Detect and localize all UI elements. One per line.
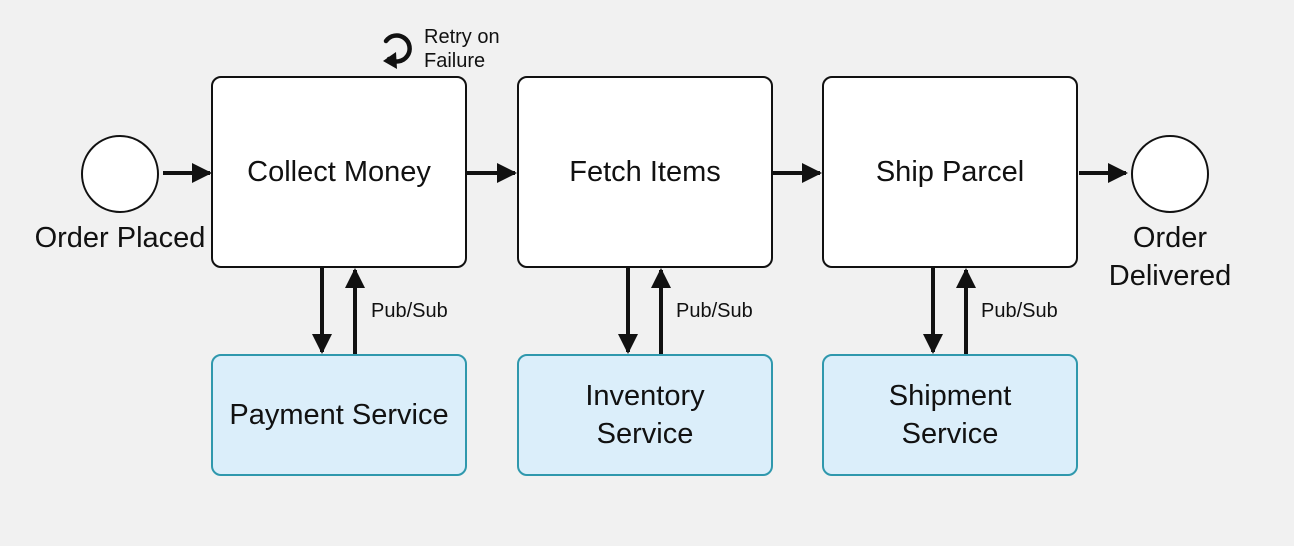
task-collect-money[interactable]: Collect Money [211,76,467,268]
end-event [1131,135,1209,213]
retry-icon [383,33,412,69]
start-event-label: Order Placed [34,222,206,254]
service-payment[interactable]: Payment Service [211,354,467,476]
task-ship-parcel[interactable]: Ship Parcel [822,76,1078,268]
start-event [81,135,159,213]
service-inventory[interactable]: Inventory Service [517,354,773,476]
end-event-label: Order Delivered [1108,222,1232,292]
retry-label: Retry on Failure [424,26,500,72]
service-shipment[interactable]: Shipment Service [822,354,1078,476]
task-fetch-items[interactable]: Fetch Items [517,76,773,268]
pubsub-label: Pub/Sub [371,300,448,322]
pubsub-label: Pub/Sub [676,300,753,322]
pubsub-label: Pub/Sub [981,300,1058,322]
